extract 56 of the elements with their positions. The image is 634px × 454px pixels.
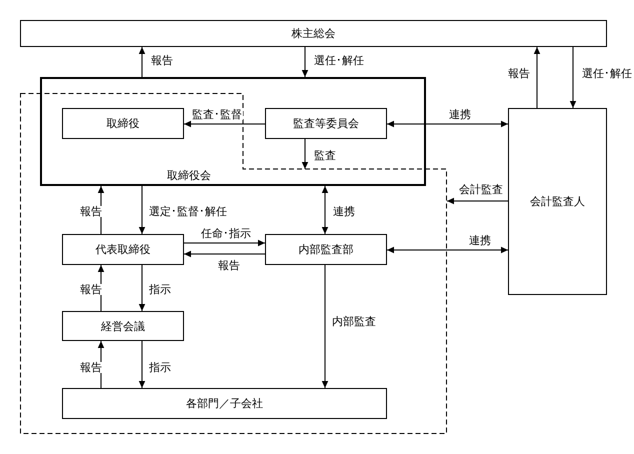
- edge-label: 監査･監督: [191, 109, 243, 120]
- process-box: [62, 234, 184, 265]
- arrow: [98, 340, 104, 388]
- edge-label: 監査: [313, 150, 337, 161]
- arrow: [138, 340, 146, 388]
- edge-label: 連携: [448, 109, 472, 120]
- edge-label: 連携: [332, 206, 356, 217]
- arrow: [184, 120, 266, 128]
- box-label: 内部監査部: [298, 244, 354, 255]
- arrow: [184, 250, 266, 258]
- edge-label: 連携: [468, 235, 492, 246]
- arrow: [98, 186, 104, 234]
- edge-label: 選任･解任: [313, 55, 365, 66]
- arrow: [446, 198, 508, 204]
- edge-label: 報告: [79, 362, 103, 373]
- box-label: 会計監査人: [530, 196, 585, 207]
- edge-label: 報告: [507, 68, 531, 79]
- edge-label: 報告: [150, 55, 174, 66]
- process-box: [62, 108, 184, 139]
- process-box: [265, 108, 387, 139]
- edge-label: 任命･指示: [200, 228, 252, 239]
- arrow: [138, 264, 146, 312]
- arrow: [386, 120, 508, 128]
- box-label: 取締役会: [167, 170, 211, 181]
- arrow: [184, 240, 266, 246]
- process-box: [508, 108, 607, 295]
- arrow: [534, 46, 540, 108]
- edge-label: 指示: [148, 362, 172, 373]
- box-label: 取締役: [106, 118, 140, 129]
- arrow: [302, 46, 308, 78]
- edge-label: 報告: [217, 260, 241, 271]
- arrow: [98, 264, 104, 312]
- process-box: [265, 234, 387, 265]
- box-label: 監査等委員会: [293, 118, 359, 129]
- box-label: 経営会議: [101, 320, 145, 332]
- arrow: [322, 264, 328, 388]
- box-label: 株主総会: [292, 28, 336, 39]
- box-label: 各部門／子会社: [186, 398, 263, 409]
- arrow: [322, 186, 328, 234]
- arrow: [138, 46, 146, 78]
- edge-label: 報告: [79, 284, 103, 295]
- process-box: [20, 20, 607, 47]
- arrow: [302, 138, 308, 170]
- edge-label: 報告: [79, 206, 103, 217]
- edge-label: 内部監査: [331, 316, 377, 327]
- arrow: [386, 246, 508, 254]
- group-box: [40, 77, 426, 186]
- edge-label: 選任･解任: [581, 68, 633, 79]
- edge-label: 指示: [148, 284, 172, 295]
- edge-label: 会計監査: [458, 184, 504, 195]
- process-box: [62, 311, 184, 341]
- edge-label: 選定･監督･解任: [148, 206, 228, 217]
- arrow: [570, 46, 576, 108]
- arrow: [138, 186, 146, 234]
- process-box: [62, 388, 387, 419]
- box-label: 代表取締役: [96, 244, 150, 255]
